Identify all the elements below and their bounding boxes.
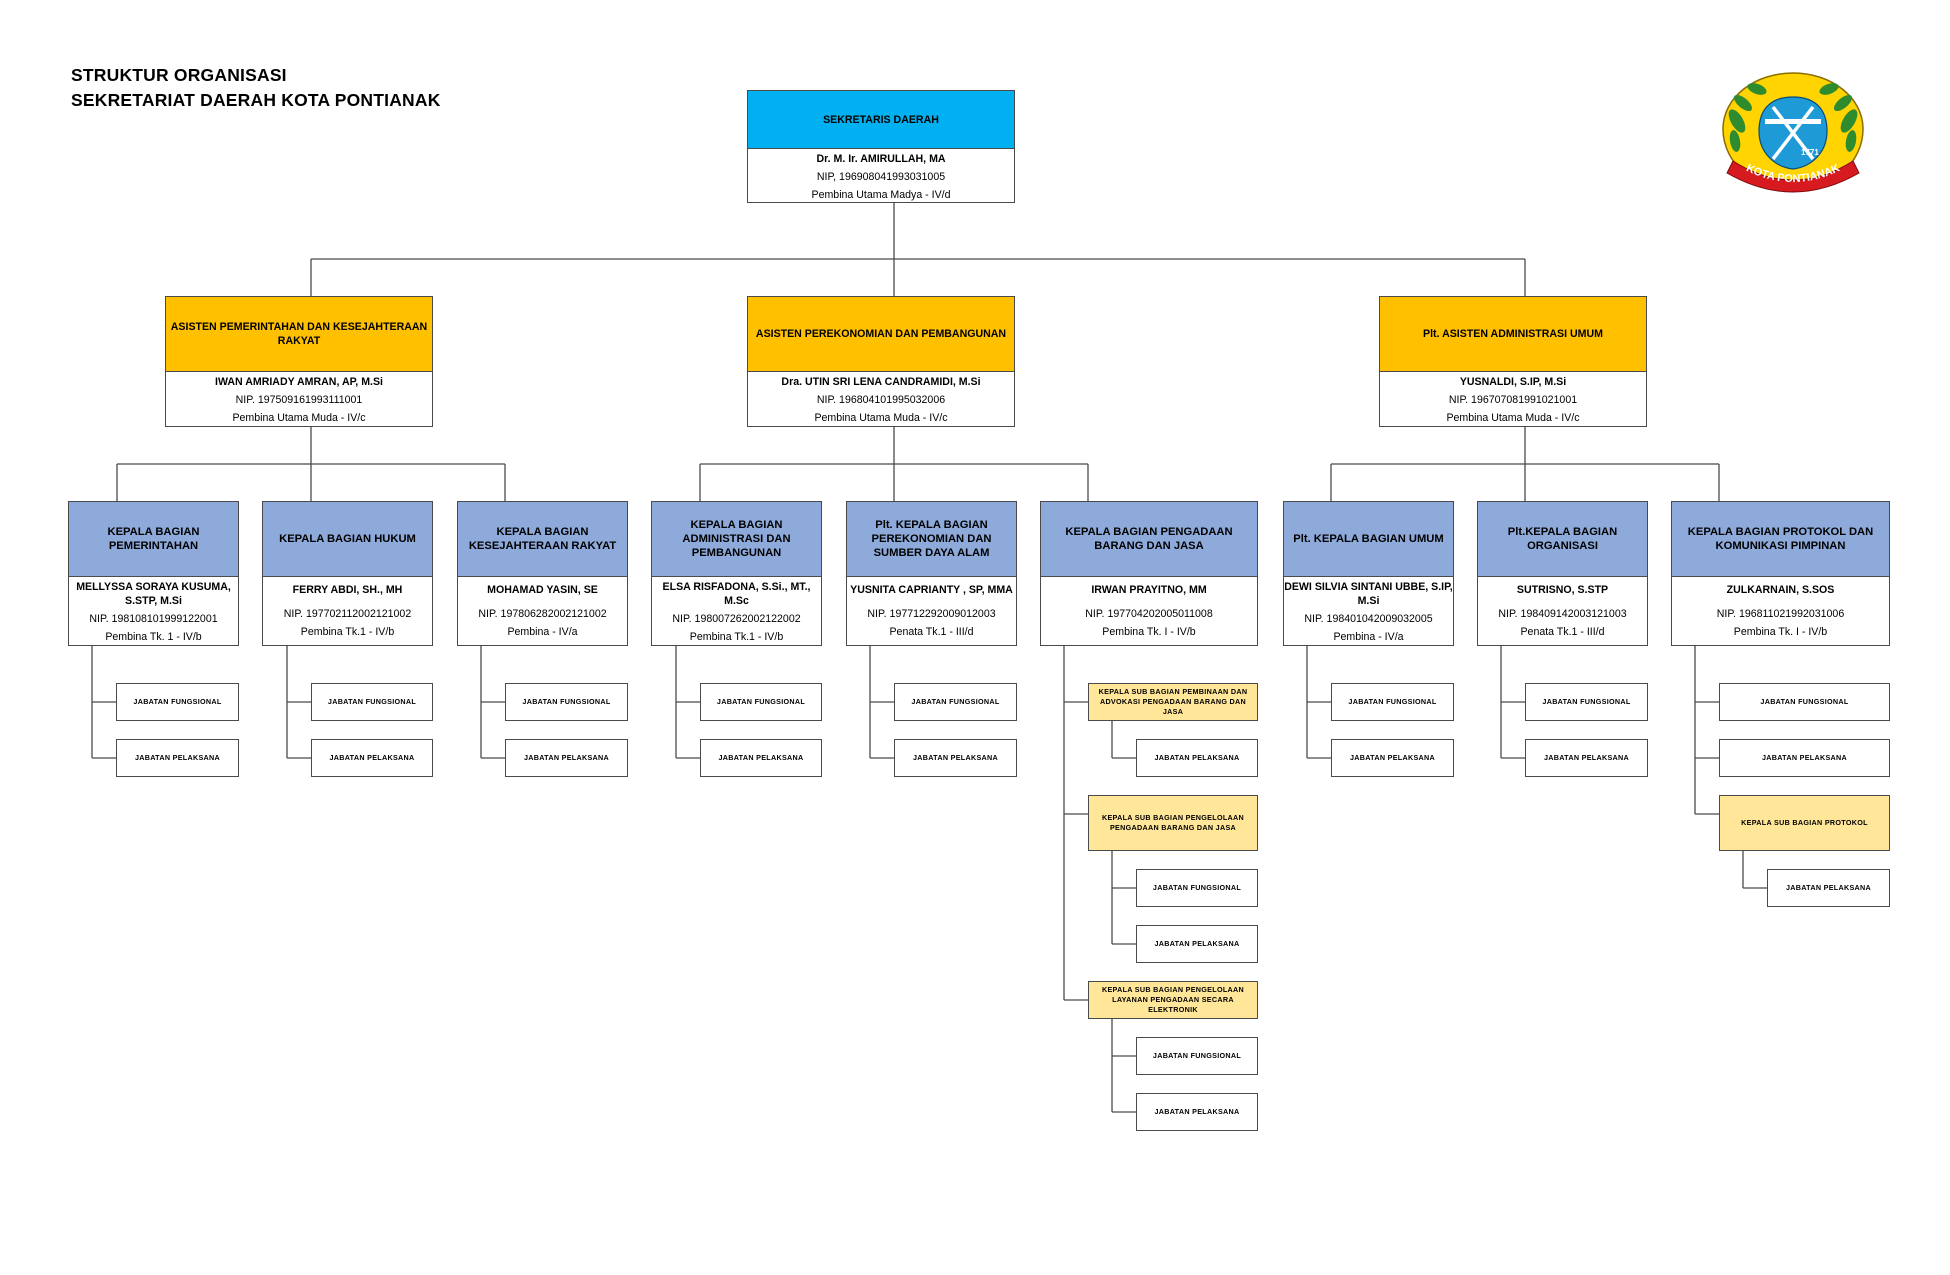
jabatan-pelaksana-box: JABATAN PELAKSANA bbox=[1525, 739, 1648, 777]
bagian-rank: Pembina - IV/a bbox=[507, 626, 578, 638]
jabatan-fungsional-box: JABATAN FUNGSIONAL bbox=[505, 683, 628, 721]
bagian-rank: Pembina Tk.1 - IV/b bbox=[689, 631, 784, 643]
bagian-nip: NIP. 197702112002121002 bbox=[283, 608, 412, 620]
bagian-title: KEPALA BAGIAN HUKUM bbox=[263, 502, 432, 577]
bagian-nip: NIP. 197704202005011008 bbox=[1085, 608, 1213, 620]
bagian-nip: NIP. 198007262002122002 bbox=[672, 613, 801, 625]
bagian-title: Plt. KEPALA BAGIAN UMUM bbox=[1284, 502, 1453, 577]
bagian-box-protokol: KEPALA BAGIAN PROTOKOL DAN KOMUNIKASI PI… bbox=[1671, 501, 1890, 646]
jabatan-pelaksana-box: JABATAN PELAKSANA bbox=[1136, 1093, 1258, 1131]
bagian-rank: Pembina Tk. I - IV/b bbox=[1733, 626, 1828, 638]
bagian-nip: NIP. 198108101999122001 bbox=[89, 613, 218, 625]
jabatan-pelaksana-box: JABATAN PELAKSANA bbox=[894, 739, 1017, 777]
jabatan-fungsional-box: JABATAN FUNGSIONAL bbox=[894, 683, 1017, 721]
bagian-title: KEPALA BAGIAN PROTOKOL DAN KOMUNIKASI PI… bbox=[1672, 502, 1889, 577]
bagian-rank: Pembina Tk. 1 - IV/b bbox=[105, 631, 202, 643]
asisten-rank: Pembina Utama Muda - IV/c bbox=[1446, 412, 1580, 424]
bagian-name: MOHAMAD YASIN, SE bbox=[487, 584, 598, 596]
sekda-title: SEKRETARIS DAERAH bbox=[748, 91, 1014, 149]
bagian-name: MELLYSSA SORAYA KUSUMA, S.STP, M.Si bbox=[76, 581, 231, 607]
bagian-name: ELSA RISFADONA, S.Si., MT., M.Sc bbox=[662, 581, 811, 607]
bagian-box-pemerintahan: KEPALA BAGIAN PEMERINTAHAN MELLYSSA SORA… bbox=[68, 501, 239, 646]
bagian-nip: NIP. 196811021992031006 bbox=[1716, 608, 1845, 620]
bagian-box-kesra: KEPALA BAGIAN KESEJAHTERAAN RAKYAT MOHAM… bbox=[457, 501, 628, 646]
asisten-nip: NIP. 196707081991021001 bbox=[1448, 394, 1578, 406]
asisten-title: Plt. ASISTEN ADMINISTRASI UMUM bbox=[1380, 297, 1646, 372]
jabatan-pelaksana-box: JABATAN PELAKSANA bbox=[1767, 869, 1890, 907]
bagian-box-perekonomian: Plt. KEPALA BAGIAN PEREKONOMIAN DAN SUMB… bbox=[846, 501, 1017, 646]
jabatan-pelaksana-box: JABATAN PELAKSANA bbox=[1136, 739, 1258, 777]
jabatan-pelaksana-box: JABATAN PELAKSANA bbox=[1719, 739, 1890, 777]
asisten-box-3: Plt. ASISTEN ADMINISTRASI UMUM YUSNALDI,… bbox=[1379, 296, 1647, 427]
bagian-box-umum: Plt. KEPALA BAGIAN UMUM DEWI SILVIA SINT… bbox=[1283, 501, 1454, 646]
bagian-rank: Penata Tk.1 - III/d bbox=[889, 626, 974, 638]
bagian-name: DEWI SILVIA SINTANI UBBE, S.IP, M.Si bbox=[1284, 581, 1453, 607]
asisten-rank: Pembina Utama Muda - IV/c bbox=[814, 412, 948, 424]
jabatan-fungsional-box: JABATAN FUNGSIONAL bbox=[700, 683, 822, 721]
subbagian-pembinaan-advokasi-box: KEPALA SUB BAGIAN PEMBINAAN DAN ADVOKASI… bbox=[1088, 683, 1258, 721]
sekda-name: Dr. M. Ir. AMIRULLAH, MA bbox=[816, 153, 946, 165]
asisten-nip: NIP. 196804101995032006 bbox=[816, 394, 946, 406]
subbagian-pengelolaan-pbj-box: KEPALA SUB BAGIAN PENGELOLAAN PENGADAAN … bbox=[1088, 795, 1258, 851]
kota-pontianak-logo: 1771 KOTA PONTIANAK bbox=[1722, 72, 1864, 193]
asisten-box-1: ASISTEN PEMERINTAHAN DAN KESEJAHTERAAN R… bbox=[165, 296, 433, 427]
bagian-name: FERRY ABDI, SH., MH bbox=[292, 584, 403, 596]
title-line-2: SEKRETARIAT DAERAH KOTA PONTIANAK bbox=[71, 90, 441, 110]
sekda-rank: Pembina Utama Madya - IV/d bbox=[811, 189, 951, 201]
bagian-title: KEPALA BAGIAN KESEJAHTERAAN RAKYAT bbox=[458, 502, 627, 577]
bagian-title: Plt.KEPALA BAGIAN ORGANISASI bbox=[1478, 502, 1647, 577]
jabatan-fungsional-box: JABATAN FUNGSIONAL bbox=[311, 683, 433, 721]
jabatan-pelaksana-box: JABATAN PELAKSANA bbox=[1136, 925, 1258, 963]
bagian-rank: Pembina Tk.1 - IV/b bbox=[300, 626, 395, 638]
sekda-nip: NIP, 196908041993031005 bbox=[816, 171, 946, 183]
logo-year: 1771 bbox=[1801, 148, 1819, 157]
document-title: STRUKTUR ORGANISASI SEKRETARIAT DAERAH K… bbox=[71, 63, 441, 113]
jabatan-fungsional-box: JABATAN FUNGSIONAL bbox=[1525, 683, 1648, 721]
bagian-rank: Pembina - IV/a bbox=[1333, 631, 1404, 643]
bagian-box-adpem: KEPALA BAGIAN ADMINISTRASI DAN PEMBANGUN… bbox=[651, 501, 822, 646]
jabatan-pelaksana-box: JABATAN PELAKSANA bbox=[311, 739, 433, 777]
jabatan-pelaksana-box: JABATAN PELAKSANA bbox=[505, 739, 628, 777]
bagian-title: KEPALA BAGIAN PEMERINTAHAN bbox=[69, 502, 238, 577]
title-line-1: STRUKTUR ORGANISASI bbox=[71, 65, 287, 85]
bagian-title: KEPALA BAGIAN ADMINISTRASI DAN PEMBANGUN… bbox=[652, 502, 821, 577]
bagian-name: IRWAN PRAYITNO, MM bbox=[1091, 584, 1207, 596]
asisten-nip: NIP. 197509161993111001 bbox=[235, 394, 363, 406]
jabatan-fungsional-box: JABATAN FUNGSIONAL bbox=[1136, 1037, 1258, 1075]
bagian-box-pengadaan: KEPALA BAGIAN PENGADAAN BARANG DAN JASA … bbox=[1040, 501, 1258, 646]
bagian-nip: NIP. 197806282002121002 bbox=[478, 608, 607, 620]
sekda-box: SEKRETARIS DAERAH Dr. M. Ir. AMIRULLAH, … bbox=[747, 90, 1015, 203]
jabatan-fungsional-box: JABATAN FUNGSIONAL bbox=[1136, 869, 1258, 907]
bagian-nip: NIP. 197712292009012003 bbox=[867, 608, 996, 620]
bagian-title: KEPALA BAGIAN PENGADAAN BARANG DAN JASA bbox=[1041, 502, 1257, 577]
bagian-box-organisasi: Plt.KEPALA BAGIAN ORGANISASI SUTRISNO, S… bbox=[1477, 501, 1648, 646]
jabatan-pelaksana-box: JABATAN PELAKSANA bbox=[116, 739, 239, 777]
jabatan-pelaksana-box: JABATAN PELAKSANA bbox=[1331, 739, 1454, 777]
bagian-name: SUTRISNO, S.STP bbox=[1516, 584, 1609, 596]
asisten-name: YUSNALDI, S.IP, M.Si bbox=[1459, 376, 1567, 388]
bagian-nip: NIP. 198401042009032005 bbox=[1304, 613, 1433, 625]
asisten-title: ASISTEN PEREKONOMIAN DAN PEMBANGUNAN bbox=[748, 297, 1014, 372]
jabatan-fungsional-box: JABATAN FUNGSIONAL bbox=[1719, 683, 1890, 721]
asisten-title: ASISTEN PEMERINTAHAN DAN KESEJAHTERAAN R… bbox=[166, 297, 432, 372]
jabatan-fungsional-box: JABATAN FUNGSIONAL bbox=[1331, 683, 1454, 721]
jabatan-fungsional-box: JABATAN FUNGSIONAL bbox=[116, 683, 239, 721]
asisten-rank: Pembina Utama Muda - IV/c bbox=[232, 412, 366, 424]
asisten-name: IWAN AMRIADY AMRAN, AP, M.Si bbox=[215, 376, 383, 388]
subbagian-lpse-box: KEPALA SUB BAGIAN PENGELOLAAN LAYANAN PE… bbox=[1088, 981, 1258, 1019]
bagian-rank: Penata Tk.1 - III/d bbox=[1520, 626, 1605, 638]
bagian-rank: Pembina Tk. I - IV/b bbox=[1102, 626, 1196, 638]
asisten-name: Dra. UTIN SRI LENA CANDRAMIDI, M.Si bbox=[781, 376, 981, 388]
jabatan-pelaksana-box: JABATAN PELAKSANA bbox=[700, 739, 822, 777]
bagian-box-hukum: KEPALA BAGIAN HUKUM FERRY ABDI, SH., MH … bbox=[262, 501, 433, 646]
bagian-nip: NIP. 198409142003121003 bbox=[1498, 608, 1627, 620]
bagian-title: Plt. KEPALA BAGIAN PEREKONOMIAN DAN SUMB… bbox=[847, 502, 1016, 577]
asisten-box-2: ASISTEN PEREKONOMIAN DAN PEMBANGUNAN Dra… bbox=[747, 296, 1015, 427]
bagian-name: ZULKARNAIN, S.SOS bbox=[1726, 584, 1835, 596]
subbagian-protokol-box: KEPALA SUB BAGIAN PROTOKOL bbox=[1719, 795, 1890, 851]
bagian-name: YUSNITA CAPRIANTY , SP, MMA bbox=[850, 584, 1013, 596]
